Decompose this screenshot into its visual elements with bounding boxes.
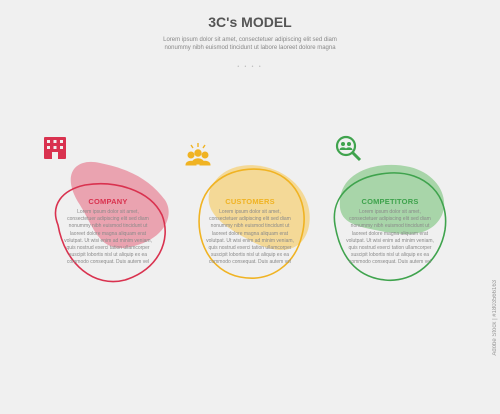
company-blob-shape [54,161,169,283]
card-title-company: COMPANY [88,197,128,206]
card-title-customers: CUSTOMERS [225,197,275,206]
search-people-icon [334,134,364,164]
card-title-competitors: COMPETITORS [361,197,419,206]
card-company: COMPANY Lorem ipsum dolor sit amet, cons… [40,135,180,285]
card-body-company: Lorem ipsum dolor sit amet, consectetuer… [64,209,152,265]
competitors-blob-shape [333,164,447,281]
card-body-customers: Lorem ipsum dolor sit amet, consectetuer… [206,209,294,265]
page-subtitle: Lorem ipsum dolor sit amet, consectetuer… [163,37,337,51]
dots-decoration: • • • • [237,64,263,70]
watermark-text: Adobe Stock | #1803566163 [492,280,498,356]
card-customers: CUSTOMERS Lorem ipsum dolor sit amet, co… [180,135,320,285]
page-title: 3C's MODEL [208,14,292,30]
customers-blob-shape [198,165,310,279]
card-competitors: COMPETITORS Lorem ipsum dolor sit amet, … [320,135,460,285]
building-icon [40,133,70,163]
card-body-competitors: Lorem ipsum dolor sit amet, consectetuer… [346,209,434,265]
group-people-icon [183,143,213,173]
